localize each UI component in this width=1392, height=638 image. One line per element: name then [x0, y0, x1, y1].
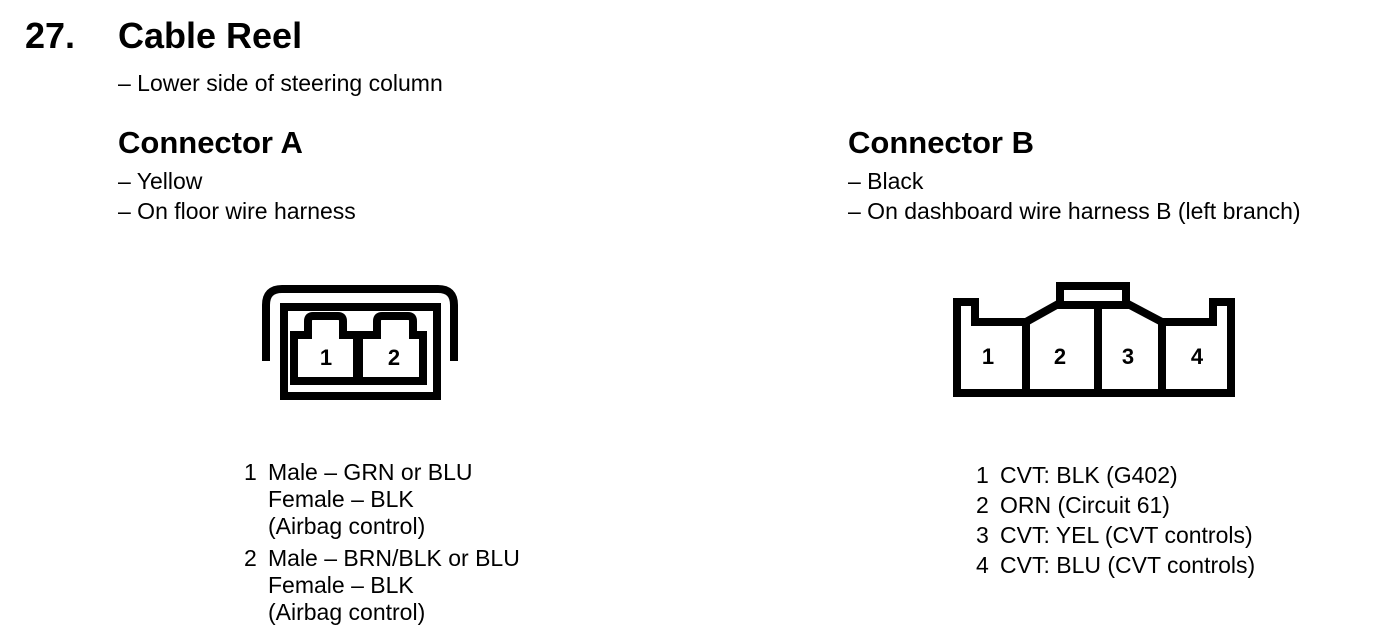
pin-number: 3	[976, 522, 989, 548]
pin-description-line: CVT: YEL (CVT controls)	[1000, 522, 1253, 548]
pin-list-item: 3 CVT: YEL (CVT controls)	[976, 520, 1255, 550]
pin-list-item: 4 CVT: BLU (CVT controls)	[976, 550, 1255, 580]
connector-a-heading: Connector A	[118, 125, 303, 160]
pin-description-line: Male – BRN/BLK or BLU	[268, 545, 520, 571]
connector-b-detail-color: – Black	[848, 168, 924, 194]
connector-a-pin1-label: 1	[320, 345, 332, 370]
pin-description: Male – GRN or BLU Female – BLK (Airbag c…	[268, 459, 473, 540]
pin-list-item: 1 Male – GRN or BLU Female – BLK (Airbag…	[244, 459, 520, 540]
connector-b-heading: Connector B	[848, 125, 1034, 160]
connector-b-details: – Black – On dashboard wire harness B (l…	[848, 166, 1301, 226]
connector-b-detail-location: – On dashboard wire harness B (left bran…	[848, 198, 1301, 224]
connector-b-top-tab	[1056, 282, 1130, 309]
section-number: 27.	[25, 15, 76, 56]
pin-description-line: CVT: BLK (G402)	[1000, 462, 1178, 488]
connector-a-pin2-label: 2	[388, 345, 400, 370]
pin-description: ORN (Circuit 61)	[1000, 490, 1170, 520]
pin-description-line: ORN (Circuit 61)	[1000, 492, 1170, 518]
pin-description-line: Male – GRN or BLU	[268, 459, 473, 485]
page-title: Cable Reel	[118, 15, 303, 56]
connector-b-pin4-label: 4	[1191, 344, 1204, 369]
pin-description: CVT: BLK (G402)	[1000, 460, 1178, 490]
page-subtitle: – Lower side of steering column	[118, 70, 443, 96]
pin-list-item: 1 CVT: BLK (G402)	[976, 460, 1255, 490]
pin-number: 1	[976, 462, 989, 488]
connector-a-detail-location: – On floor wire harness	[118, 198, 356, 224]
pin-number: 2	[976, 492, 989, 518]
pin-description-line: (Airbag control)	[268, 599, 426, 625]
pin-description-line: Female – BLK	[268, 572, 414, 598]
connector-a-detail-color: – Yellow	[118, 168, 203, 194]
pin-description-line: Female – BLK	[268, 486, 414, 512]
pin-description: Male – BRN/BLK or BLU Female – BLK (Airb…	[268, 545, 520, 626]
connector-b-pin1-label: 1	[982, 344, 994, 369]
pin-list-item: 2 ORN (Circuit 61)	[976, 490, 1255, 520]
pin-number: 2	[244, 545, 257, 571]
connector-b-diagram: 1 2 3 4	[953, 282, 1235, 397]
pin-description: CVT: YEL (CVT controls)	[1000, 520, 1253, 550]
connector-a-pin2-cavity	[355, 312, 427, 385]
connector-a-pin1-cavity	[290, 312, 361, 385]
connector-b-pin3-label: 3	[1122, 344, 1134, 369]
connector-a-pin-list: 1 Male – GRN or BLU Female – BLK (Airbag…	[244, 459, 520, 626]
pin-number: 4	[976, 552, 989, 578]
connector-a-details: – Yellow – On floor wire harness	[118, 166, 356, 226]
pin-number: 1	[244, 459, 257, 485]
pin-description-line: CVT: BLU (CVT controls)	[1000, 552, 1256, 578]
connector-a-diagram: 1 2	[262, 285, 458, 400]
pin-list-item: 2 Male – BRN/BLK or BLU Female – BLK (Ai…	[244, 545, 520, 626]
pin-description: CVT: BLU (CVT controls)	[1000, 550, 1255, 580]
pin-description-line: (Airbag control)	[268, 513, 426, 539]
connector-b-pin-list: 1 CVT: BLK (G402) 2 ORN (Circuit 61) 3 C…	[976, 460, 1255, 580]
connector-a-hood	[262, 285, 458, 361]
connector-b-pin2-label: 2	[1054, 344, 1066, 369]
